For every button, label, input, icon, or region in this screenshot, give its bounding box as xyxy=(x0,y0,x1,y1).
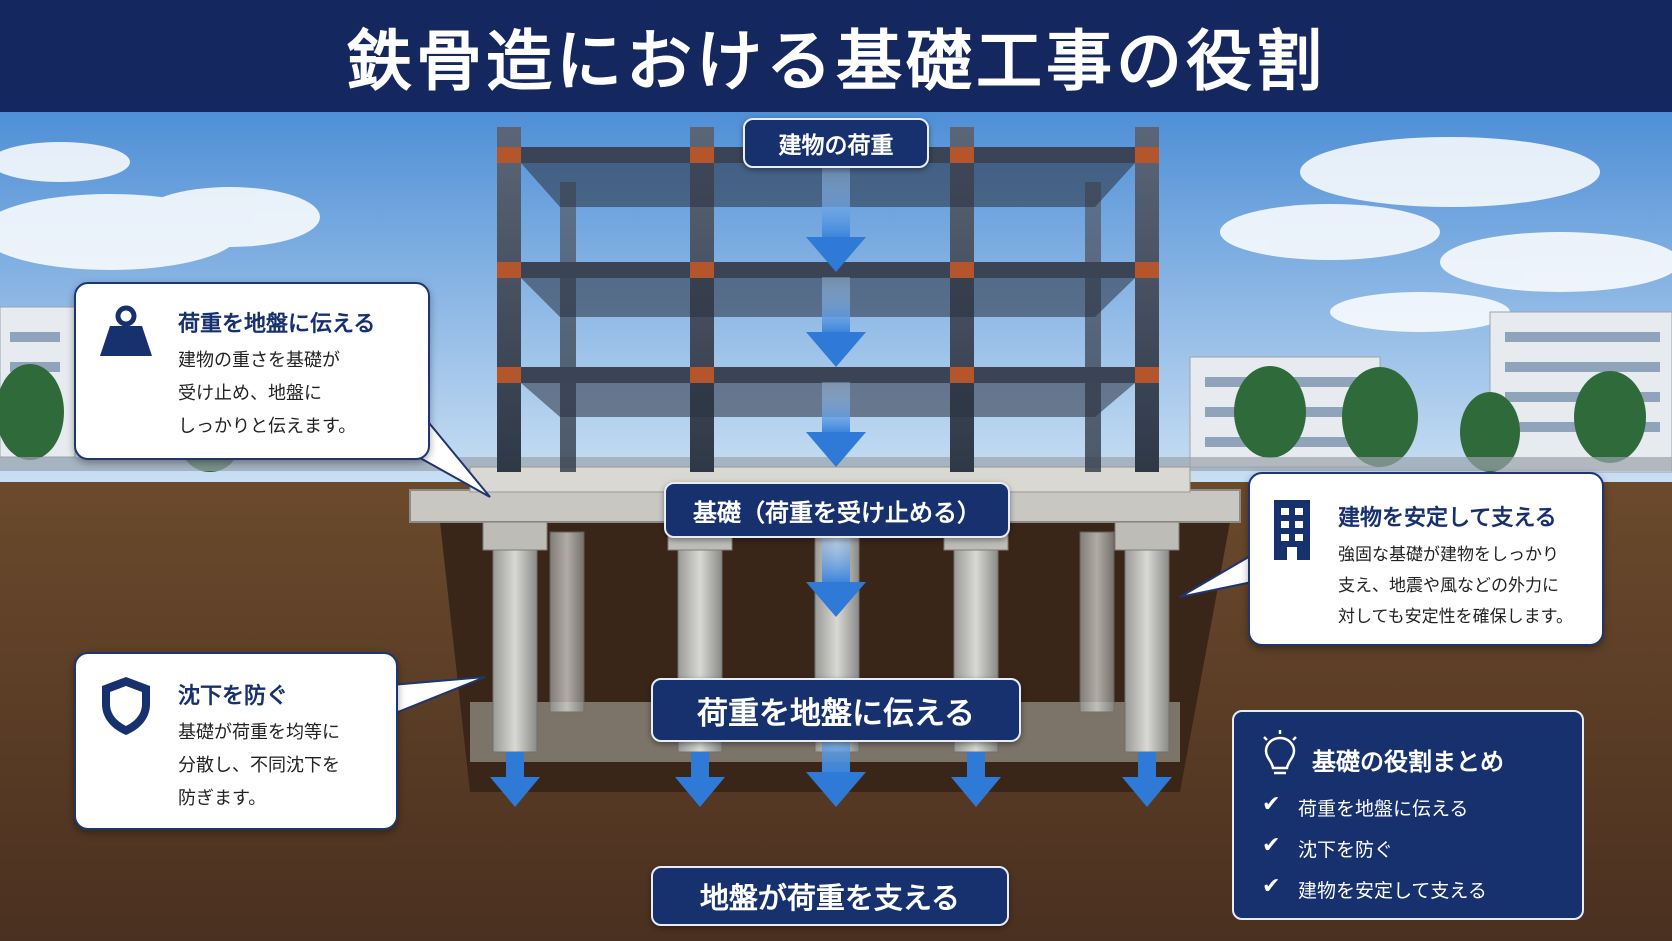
check-icon: ✔ xyxy=(1262,874,1281,899)
card-stability-title: 建物を安定して支える xyxy=(1338,506,1557,531)
card-transfer-title: 荷重を地盤に伝える xyxy=(178,312,376,337)
summary-item: 沈下を防ぐ xyxy=(1298,839,1394,861)
lightbulb-icon xyxy=(1263,730,1297,775)
load-label: 建物の荷重 xyxy=(743,118,929,168)
page-title: 鉄骨造における基礎工事の役割 xyxy=(346,23,1326,100)
title-bar: 鉄骨造における基礎工事の役割 xyxy=(0,0,1672,112)
transfer-label-text: 荷重を地盤に伝える xyxy=(696,695,976,732)
card-transfer-load: 荷重を地盤に伝える 建物の重さを基礎が 受け止め、地盤に しっかりと伝えます。 xyxy=(74,282,430,460)
load-label-text: 建物の荷重 xyxy=(778,133,894,159)
card-settlement-title: 沈下を防ぐ xyxy=(178,684,289,709)
summary-item: 荷重を地盤に伝える xyxy=(1298,798,1469,820)
check-icon: ✔ xyxy=(1262,792,1281,817)
ground-label-text: 地盤が荷重を支える xyxy=(699,881,961,915)
ground-label: 地盤が荷重を支える xyxy=(651,866,1009,926)
summary-box: 基礎の役割まとめ ✔ 荷重を地盤に伝える ✔ 沈下を防ぐ ✔ 建物を安定して支え… xyxy=(1232,710,1584,920)
foundation-label-text: 基礎（荷重を受け止める） xyxy=(693,498,981,527)
building-icon xyxy=(1274,500,1310,560)
shield-icon xyxy=(102,677,150,735)
pile-arrows xyxy=(490,752,1172,807)
card-settlement-body: 基礎が荷重を均等に 分散し、不同沈下を 防ぎます。 xyxy=(178,722,340,809)
summary-item: 建物を安定して支える xyxy=(1298,880,1487,902)
check-icon: ✔ xyxy=(1262,833,1281,858)
summary-title: 基礎の役割まとめ xyxy=(1312,748,1504,776)
card-prevent-settlement: 沈下を防ぐ 基礎が荷重を均等に 分散し、不同沈下を 防ぎます。 xyxy=(74,652,398,830)
card-transfer-body: 建物の重さを基礎が 受け止め、地盤に しっかりと伝えます。 xyxy=(178,350,357,437)
transfer-label: 荷重を地盤に伝える xyxy=(651,678,1021,742)
weight-icon xyxy=(100,305,152,356)
card-stability-body: 強固な基礎が建物をしっかり 支え、地震や風などの外力に 対しても安定性を確保しま… xyxy=(1338,545,1573,627)
foundation-label: 基礎（荷重を受け止める） xyxy=(664,482,1010,538)
card-stable-support: 建物を安定して支える 強固な基礎が建物をしっかり 支え、地震や風などの外力に 対… xyxy=(1248,472,1604,646)
